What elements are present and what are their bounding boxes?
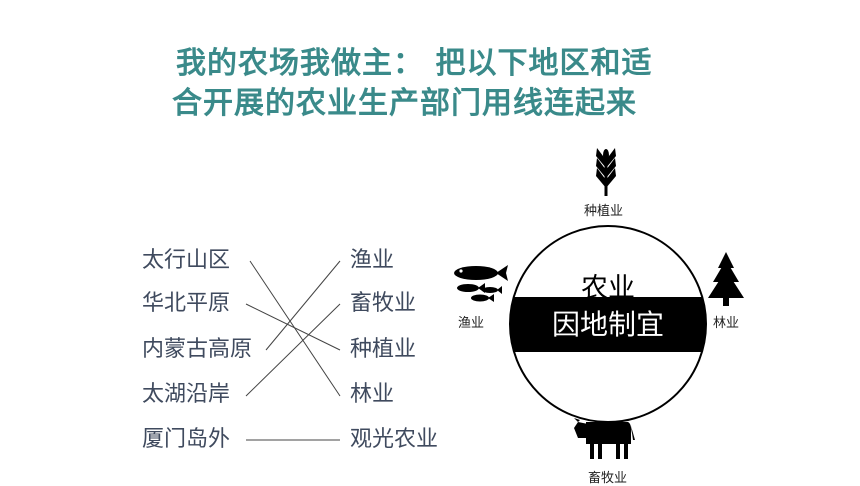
center-band: [510, 297, 706, 352]
label-top: 种植业: [584, 204, 624, 219]
connection-line: [245, 303, 341, 397]
center-label-agriculture: 农业: [581, 273, 635, 304]
sector-item: 畜牧业: [350, 291, 417, 316]
sector-item: 林业: [350, 382, 395, 407]
region-item: 厦门岛外: [142, 427, 231, 452]
tree-icon: [708, 252, 744, 306]
label-right: 林业: [713, 316, 740, 331]
connection-line: [265, 260, 341, 351]
label-left: 渔业: [458, 316, 485, 331]
region-item: 太湖沿岸: [142, 382, 231, 407]
cow-icon: [574, 418, 635, 459]
page-title-line-2: 合开展的农业生产部门用线连起来: [172, 86, 637, 121]
center-label-slogan: 因地制宜: [551, 308, 664, 341]
sector-item: 观光农业: [350, 427, 439, 452]
connection-lines: [245, 260, 341, 441]
connection-line: [245, 303, 341, 351]
region-item: 内蒙古高原: [142, 337, 253, 362]
fish-icon: [454, 265, 508, 302]
region-item: 华北平原: [142, 291, 231, 316]
sector-item: 种植业: [350, 337, 417, 362]
sector-item: 渔业: [350, 248, 395, 273]
page-title-line-1: 我的农场我做主： 把以下地区和适: [176, 46, 653, 81]
region-item: 太行山区: [142, 248, 231, 273]
label-bottom: 畜牧业: [588, 471, 628, 486]
wheat-icon: [596, 148, 616, 196]
